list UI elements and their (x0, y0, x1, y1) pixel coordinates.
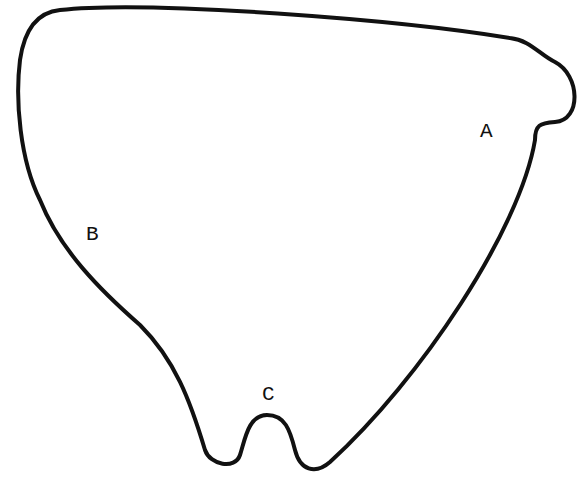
part-label: A (480, 121, 493, 142)
part-label: C (262, 384, 275, 405)
outline-path (18, 7, 574, 469)
part-label: B (86, 224, 99, 245)
